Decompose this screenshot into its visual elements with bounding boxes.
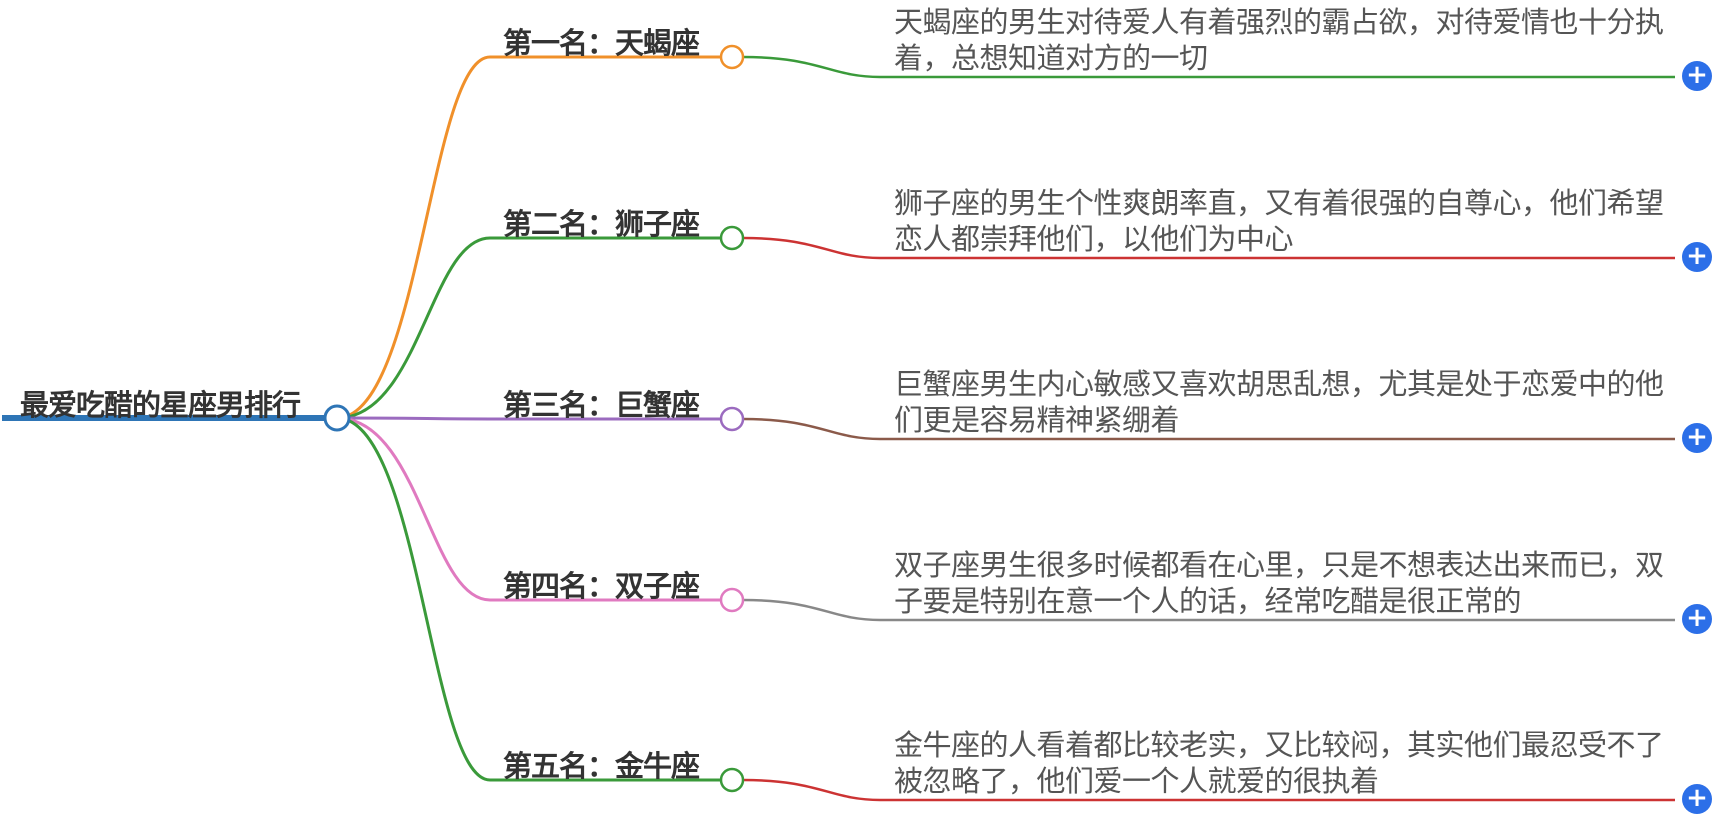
branch-node-5 xyxy=(719,767,745,793)
leaf-line-2 xyxy=(742,236,1675,260)
leaf-topic-3[interactable]: 巨蟹座男生内心敏感又喜欢胡思乱想，尤其是处于恋爱中的他们更是容易精神紧绷着 xyxy=(894,367,1664,437)
leaf-line-5 xyxy=(742,778,1675,802)
branch-line-4 xyxy=(336,416,721,602)
branch-line-2 xyxy=(336,236,721,420)
leaf-line-4 xyxy=(742,598,1675,622)
branch-line-5 xyxy=(336,416,721,782)
root-topic[interactable]: 最爱吃醋的星座男排行 xyxy=(20,388,301,422)
leaf-line-3 xyxy=(742,417,1675,441)
branch-topic-3[interactable]: 第三名：巨蟹座 xyxy=(503,388,700,422)
leaf-topic-5[interactable]: 金牛座的人看着都比较老实，又比较闷，其实他们最忍受不了被忽略了，他们爱一个人就爱… xyxy=(894,728,1664,798)
branch-node-1 xyxy=(719,44,745,70)
leaf-line-1 xyxy=(742,55,1675,79)
branch-line-3 xyxy=(336,416,721,421)
branch-topic-4[interactable]: 第四名：双子座 xyxy=(503,569,700,603)
branch-node-4 xyxy=(719,587,745,613)
leaf-topic-4[interactable]: 双子座男生很多时候都看在心里，只是不想表达出来而已，双子要是特别在意一个人的话，… xyxy=(894,548,1664,618)
branch-node-2 xyxy=(719,225,745,251)
root-node xyxy=(323,404,351,432)
branch-line-1 xyxy=(336,55,721,420)
expand-button-4[interactable]: + xyxy=(1682,604,1712,634)
branch-topic-2[interactable]: 第二名：狮子座 xyxy=(503,207,700,241)
branch-node-3 xyxy=(719,406,745,432)
expand-button-3[interactable]: + xyxy=(1682,423,1712,453)
leaf-topic-2[interactable]: 狮子座的男生个性爽朗率直，又有着很强的自尊心，他们希望恋人都崇拜他们，以他们为中… xyxy=(894,186,1664,256)
expand-button-2[interactable]: + xyxy=(1682,242,1712,272)
expand-button-1[interactable]: + xyxy=(1682,61,1712,91)
leaf-topic-1[interactable]: 天蝎座的男生对待爱人有着强烈的霸占欲，对待爱情也十分执着，总想知道对方的一切 xyxy=(894,5,1664,75)
expand-button-5[interactable]: + xyxy=(1682,784,1712,814)
branch-topic-1[interactable]: 第一名：天蝎座 xyxy=(503,26,700,60)
branch-topic-5[interactable]: 第五名：金牛座 xyxy=(503,749,700,783)
